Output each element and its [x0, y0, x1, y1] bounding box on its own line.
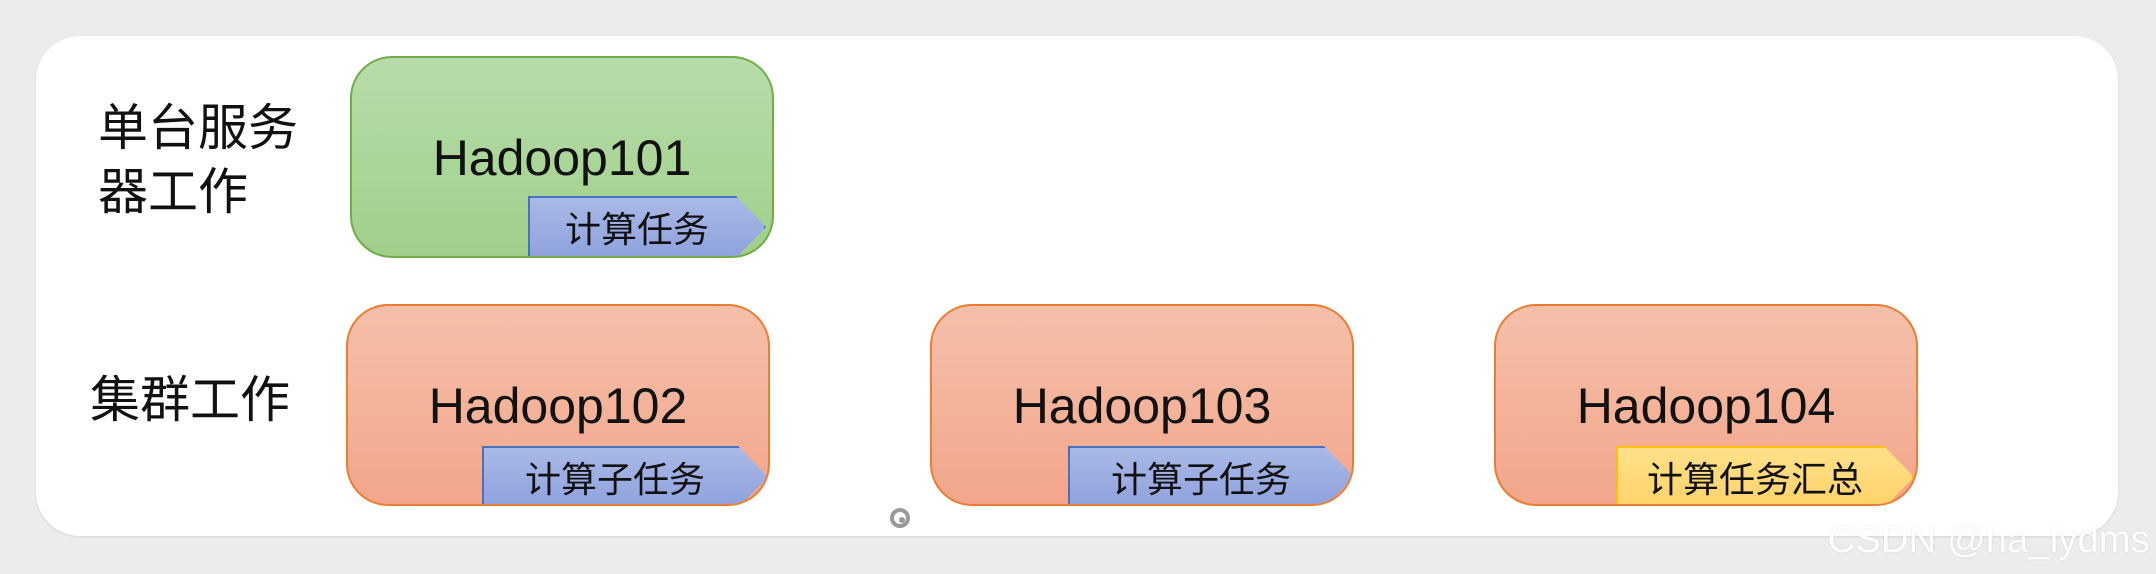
cluster-label: 集群工作	[90, 371, 290, 429]
hadoop104-node: Hadoop104 计算任务汇总	[1494, 304, 1918, 506]
hadoop104-title: Hadoop104	[1576, 378, 1836, 434]
hadoop104-task-tag: 计算任务汇总	[1616, 446, 1914, 506]
hadoop102-title: Hadoop102	[428, 378, 688, 434]
hadoop101-node: Hadoop101 计算任务	[350, 56, 774, 258]
watermark: CSDN @ha_lydms	[1827, 519, 2150, 561]
single-server-label: 单台服务 器工作	[98, 99, 298, 221]
connector-handle-icon	[890, 508, 910, 528]
hadoop103-node: Hadoop103 计算子任务	[930, 304, 1354, 506]
hadoop102-task-tag: 计算子任务	[482, 446, 768, 506]
hadoop103-title: Hadoop103	[1012, 378, 1272, 434]
hadoop101-title: Hadoop101	[432, 130, 692, 186]
hadoop101-task-tag: 计算任务	[528, 196, 766, 258]
hadoop103-task-tag: 计算子任务	[1068, 446, 1354, 506]
hadoop102-node: Hadoop102 计算子任务	[346, 304, 770, 506]
